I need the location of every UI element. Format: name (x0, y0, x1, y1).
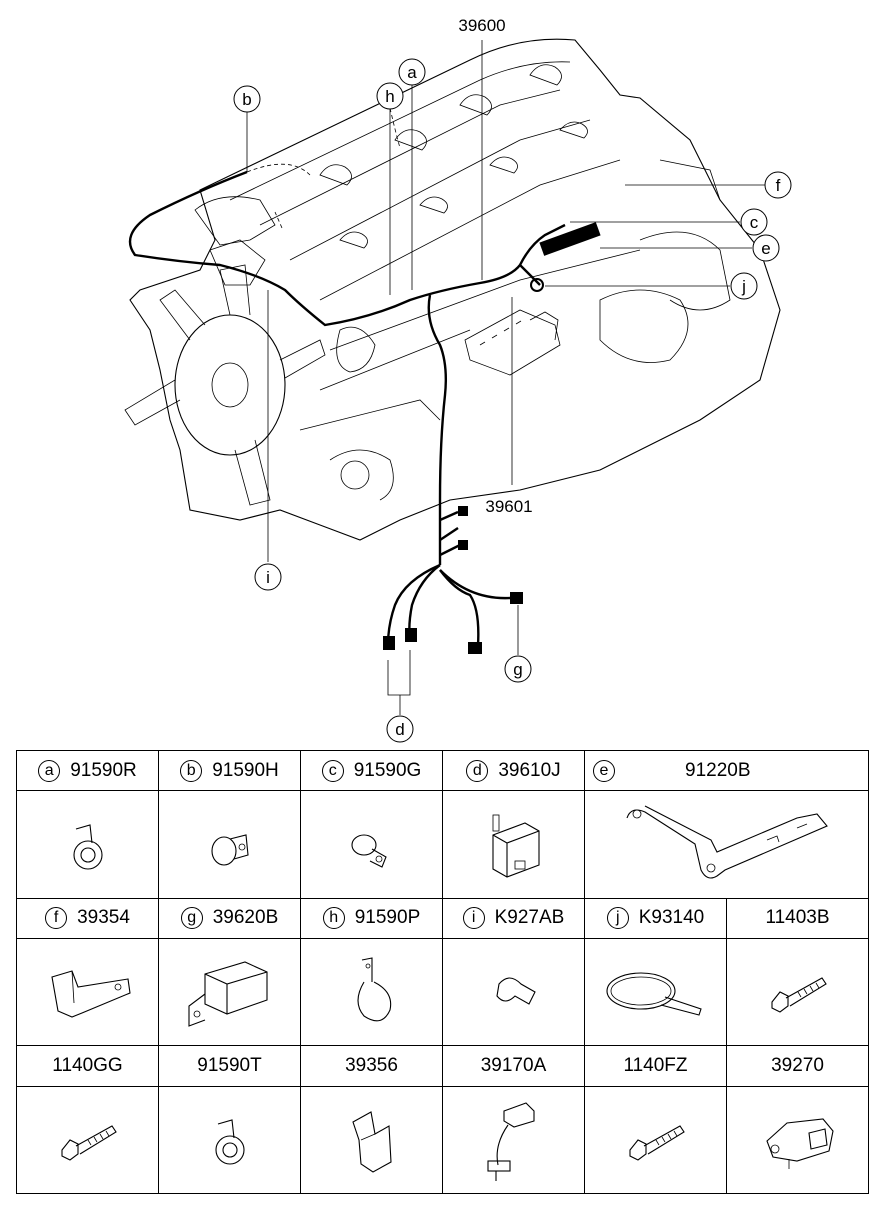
svg-text:b: b (242, 90, 251, 109)
bracket-icon (50, 970, 131, 1018)
svg-text:i: i (266, 568, 270, 587)
callout-letter: h (322, 907, 345, 930)
part-cell-39170a: 39170A (442, 1045, 585, 1087)
wiring-harness (128, 170, 601, 654)
clip-icon (214, 1119, 245, 1165)
callout-j: j (730, 272, 758, 300)
clip-icon (495, 977, 536, 1005)
part-cell-i: i K927AB (442, 897, 585, 940)
callout-e: e (752, 234, 780, 262)
callout-g: g (504, 655, 532, 683)
part-number: 39610J (498, 759, 561, 781)
table-row (16, 790, 870, 899)
callout-letter: c (321, 759, 344, 782)
svg-text:d: d (395, 720, 404, 739)
relay-icon (187, 961, 268, 1027)
engine-illustration (124, 38, 781, 541)
clip-icon (72, 823, 103, 870)
part-label-injector-harness: 39601 (485, 497, 532, 516)
callout-letter: i (462, 907, 485, 930)
svg-text:h: h (385, 87, 394, 106)
part-cell-11403b: 11403B (725, 897, 870, 940)
table-row: a 91590R b 91590H c 91590G d 39610J e 91… (16, 749, 870, 792)
part-number: 39356 (345, 1055, 398, 1077)
callout-letter: g (180, 907, 203, 930)
part-number: 39270 (771, 1055, 824, 1077)
bracket-icon (625, 805, 828, 879)
callout-a: a (398, 58, 426, 86)
cable-tie-icon (605, 972, 702, 1016)
part-number: 11403B (765, 907, 830, 929)
part-cell-b: b 91590H (158, 749, 301, 792)
table-row (16, 938, 870, 1047)
part-cell-e: e 91220B (583, 749, 870, 792)
part-cell-1140gg: 1140GG (16, 1045, 159, 1087)
callout-letter: d (466, 759, 489, 782)
table-row: 1140GG 91590T 39356 39170A 1140FZ 39270 (16, 1045, 870, 1087)
part-number: 1140GG (52, 1055, 123, 1077)
svg-text:e: e (761, 239, 770, 258)
callout-i: i (254, 563, 282, 591)
callout-letter: e (593, 759, 615, 782)
callout-c: c (740, 208, 768, 236)
relay-icon (491, 814, 540, 878)
part-cell-39270: 39270 (725, 1045, 870, 1087)
part-cell-a: a 91590R (16, 749, 159, 792)
part-number: 1140FZ (623, 1055, 688, 1077)
callout-d: d (386, 715, 414, 743)
engine-wiring-diagram: b h a f c e j i g d 39600 39601 (124, 16, 792, 743)
part-cell-j: j K93140 (584, 897, 727, 940)
svg-text:c: c (750, 213, 759, 232)
part-cell-c: c 91590G (300, 749, 443, 792)
part-cell-39356: 39356 (300, 1045, 443, 1087)
part-number: 91590R (70, 759, 137, 781)
leader-lines (246, 40, 765, 715)
part-cell-d: d 39610J (442, 749, 585, 792)
sensor-icon (486, 1102, 535, 1181)
svg-text:g: g (513, 660, 522, 679)
part-cell-91590t: 91590T (158, 1045, 301, 1087)
clamp-icon (210, 833, 249, 866)
bracket-icon (351, 1111, 392, 1173)
part-cell-g: g 39620B (158, 897, 301, 940)
fan-illustration (124, 264, 326, 506)
part-number: K93140 (638, 907, 705, 929)
svg-text:j: j (741, 277, 746, 296)
table-row (16, 1085, 870, 1195)
part-cell-f: f 39354 (16, 897, 159, 940)
clip-icon (356, 957, 391, 1022)
callout-letter: f (45, 907, 68, 930)
callout-letter: j (606, 907, 629, 930)
clamp-icon (350, 833, 387, 868)
bolt-icon (60, 1125, 117, 1161)
part-label-main-harness: 39600 (458, 16, 505, 35)
callout-b: b (233, 85, 261, 113)
part-number: 91590G (353, 759, 422, 781)
svg-text:f: f (776, 176, 781, 195)
part-number: 91220B (685, 759, 751, 781)
callout-f: f (764, 171, 792, 199)
bolt-icon (770, 977, 827, 1013)
part-number: 91590T (197, 1055, 262, 1077)
part-number: 39170A (480, 1055, 547, 1077)
part-number: 39620B (212, 907, 279, 929)
part-number: 91590P (354, 907, 421, 929)
part-number: 91590H (212, 759, 279, 781)
callout-letter: a (38, 759, 61, 782)
part-cell-h: h 91590P (300, 897, 443, 940)
part-number: K927AB (494, 907, 565, 929)
callout-letter: b (180, 759, 203, 782)
sensor-icon (765, 1118, 834, 1169)
svg-text:a: a (407, 63, 417, 82)
part-cell-1140fz: 1140FZ (584, 1045, 727, 1087)
parts-table: a 91590R b 91590H c 91590G d 39610J e 91… (16, 749, 870, 1195)
callout-h: h (376, 82, 404, 110)
table-row: f 39354 g 39620B h 91590P i K927AB j K93… (16, 897, 870, 940)
part-number: 39354 (77, 907, 130, 929)
bolt-icon (628, 1125, 685, 1161)
